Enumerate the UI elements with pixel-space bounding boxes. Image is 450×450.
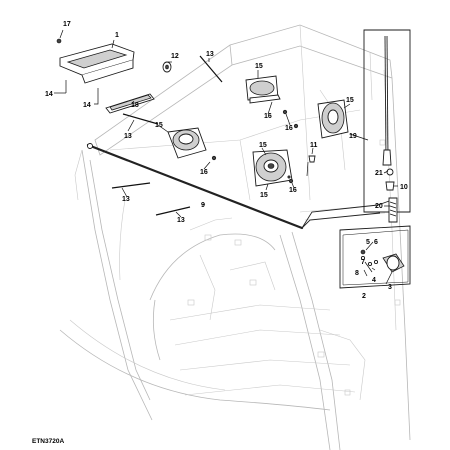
callout-16: 16 bbox=[285, 125, 293, 132]
cab-frame bbox=[59, 24, 411, 450]
callout-4: 4 bbox=[372, 277, 376, 284]
callout-18: 18 bbox=[131, 102, 139, 109]
callout-2: 2 bbox=[362, 293, 366, 300]
callout-13: 13 bbox=[124, 133, 132, 140]
callout-15: 15 bbox=[346, 97, 354, 104]
callout-3: 3 bbox=[388, 284, 392, 291]
leader-lines bbox=[54, 29, 398, 285]
callout-15: 15 bbox=[260, 192, 268, 199]
callout-15: 15 bbox=[259, 142, 267, 149]
figure-code: ETN3720A bbox=[32, 438, 64, 445]
callout-14: 14 bbox=[83, 102, 91, 109]
callout-7: 7 bbox=[361, 259, 365, 266]
speaker-rear-left bbox=[245, 75, 281, 104]
callouts: 17 1 12 13 15 14 14 18 15 16 15 16 13 19… bbox=[45, 21, 408, 300]
callout-11: 11 bbox=[310, 142, 318, 149]
callout-14: 14 bbox=[45, 91, 53, 98]
speaker-center bbox=[252, 149, 293, 187]
trim-strip bbox=[105, 93, 155, 114]
callout-13: 13 bbox=[177, 217, 185, 224]
callout-16: 16 bbox=[289, 187, 297, 194]
grommet-12 bbox=[162, 61, 172, 73]
storage-tray bbox=[56, 38, 135, 84]
callout-15: 15 bbox=[255, 63, 263, 70]
screws bbox=[211, 109, 299, 184]
grommet-11 bbox=[308, 155, 316, 163]
antenna-mast bbox=[363, 29, 411, 223]
speaker-rear-right bbox=[317, 99, 349, 139]
callout-12: 12 bbox=[171, 53, 179, 60]
callout-8: 8 bbox=[355, 270, 359, 277]
callout-20: 20 bbox=[375, 203, 383, 210]
speaker-left bbox=[167, 127, 207, 159]
callout-15: 15 bbox=[155, 122, 163, 129]
callout-21: 21 bbox=[375, 170, 383, 177]
callout-16: 16 bbox=[200, 169, 208, 176]
callout-10: 10 bbox=[400, 184, 408, 191]
wiring-harness bbox=[86, 143, 393, 230]
callout-17: 17 bbox=[63, 21, 71, 28]
callout-13: 13 bbox=[206, 51, 214, 58]
callout-5: 5 bbox=[366, 239, 370, 246]
callout-13: 13 bbox=[122, 196, 130, 203]
callout-9: 9 bbox=[201, 202, 205, 209]
light-module bbox=[339, 225, 411, 289]
callout-1: 1 bbox=[115, 32, 119, 39]
pins-13 bbox=[111, 55, 223, 216]
callout-19: 19 bbox=[349, 133, 357, 140]
callout-6: 6 bbox=[374, 239, 378, 246]
callout-16: 16 bbox=[264, 113, 272, 120]
